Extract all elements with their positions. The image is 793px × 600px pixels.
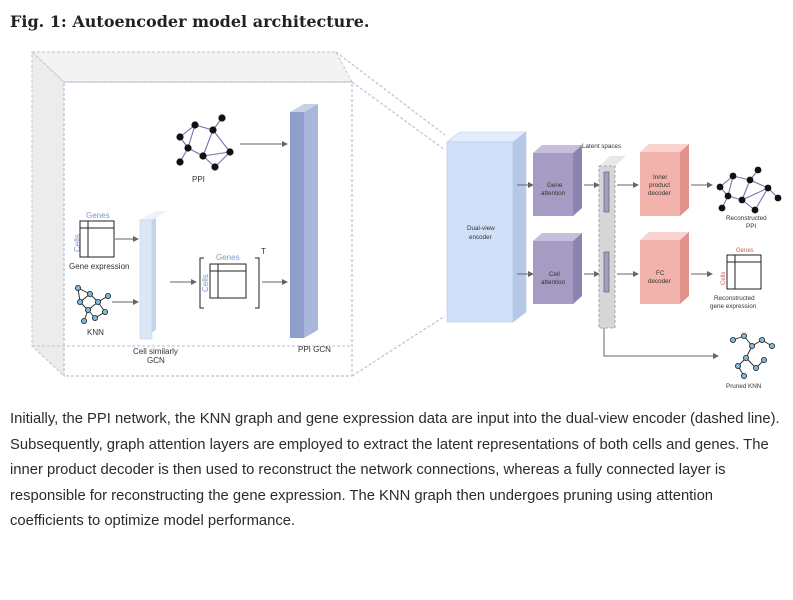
gene-attention-label-2: attention	[541, 190, 566, 197]
recon-cells-label: Cells	[721, 272, 727, 285]
transposed-matrix	[199, 257, 260, 309]
pruning-arrow	[603, 328, 719, 359]
genes-t-label: Genes	[216, 253, 240, 262]
inner-product-decoder-label-3: decoder	[648, 190, 671, 197]
reconstructed-expression-label-1: Reconstructed	[714, 295, 755, 302]
cells-label: Cells	[73, 234, 82, 252]
fc-decoder-block	[640, 232, 689, 304]
dual-view-encoder-block	[446, 131, 527, 323]
reconstructed-ppi-network	[716, 166, 782, 214]
dual-view-encoder-label-2: encoder	[469, 234, 492, 241]
ppi-network	[176, 114, 234, 171]
figure-title: Fig. 1: Autoencoder model architecture.	[10, 12, 370, 31]
fc-decoder-label-2: decoder	[648, 278, 671, 285]
inner-product-decoder-label-2: product	[649, 182, 670, 189]
pruned-knn-graph	[730, 332, 776, 379]
gene-expression-label: Gene expression	[69, 262, 129, 271]
ppi-gcn-layer	[290, 104, 318, 338]
reconstructed-expression-label-2: gene expression	[710, 303, 757, 310]
genes-label: Genes	[86, 211, 110, 220]
dual-view-encoder-label-1: Dual-view	[467, 225, 495, 232]
reconstructed-ppi-label-2: PPI	[746, 223, 756, 230]
gene-attention-block	[533, 145, 582, 216]
knn-graph	[75, 284, 112, 324]
latent-spaces-panel	[598, 156, 626, 329]
knn-label: KNN	[87, 328, 104, 337]
reconstructed-ppi-label-1: Reconstructed	[726, 215, 767, 222]
transpose-mark: T	[261, 247, 266, 256]
cells-t-label: Cells	[201, 274, 210, 292]
reconstructed-expression-matrix	[726, 254, 762, 290]
gene-attention-label-1: Gene	[547, 182, 563, 189]
latent-spaces-label: Latent spaces	[582, 143, 621, 150]
inner-product-decoder-label-1: Inner	[653, 174, 667, 181]
fc-decoder-label-1: FC	[656, 270, 665, 277]
cell-attention-label-1: Cell	[549, 271, 560, 278]
cell-similarity-gcn-label-2: GCN	[147, 356, 165, 365]
architecture-figure: PPI Genes Cells Gene expression KNN Ce	[0, 40, 793, 402]
cell-attention-block	[533, 233, 582, 304]
encoder-dashed-frame	[30, 50, 446, 378]
cell-similarity-gcn-label-1: Cell similarly	[133, 347, 178, 356]
pruned-knn-label: Pruned KNN	[726, 383, 762, 390]
inner-product-decoder-block	[640, 144, 689, 216]
gene-expression-matrix	[79, 220, 115, 258]
architecture-diagram: PPI Genes Cells Gene expression KNN Ce	[30, 50, 782, 390]
cell-similarity-gcn-layer	[139, 211, 168, 340]
cell-attention-label-2: attention	[541, 279, 566, 286]
figure-caption: Initially, the PPI network, the KNN grap…	[10, 411, 780, 529]
ppi-label: PPI	[192, 175, 205, 184]
recon-genes-label: Genes	[736, 248, 754, 254]
ppi-gcn-label: PPI GCN	[298, 345, 331, 354]
